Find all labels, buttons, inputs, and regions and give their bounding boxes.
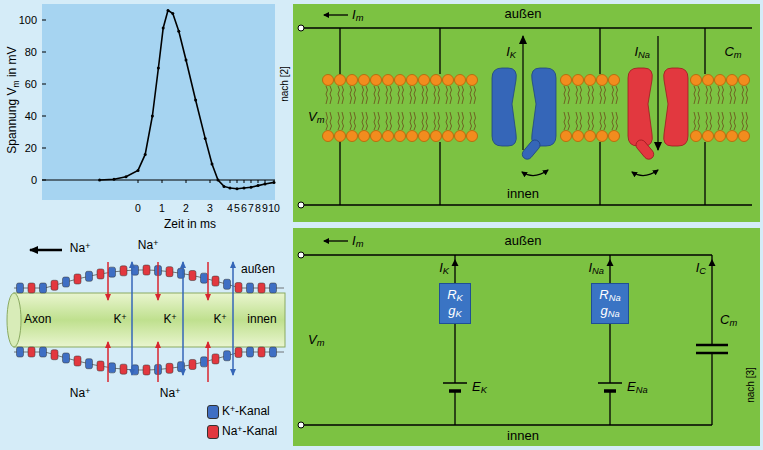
capacitor-symbol [696, 345, 728, 353]
label: Im [352, 234, 363, 248]
plot-area [42, 4, 275, 200]
label: 100 [19, 14, 37, 26]
label: Cm [720, 313, 737, 327]
propagation-arrow [30, 249, 62, 252]
label: Na+ [160, 387, 180, 400]
label: 40 [25, 110, 37, 122]
label: K+ [213, 313, 226, 326]
action-potential-curve [100, 10, 274, 188]
label: Na+ [70, 242, 90, 255]
label: 10 [268, 203, 280, 215]
label: Vm [308, 110, 324, 124]
resistor-label: RNa [599, 287, 620, 303]
label: 80 [25, 46, 37, 58]
legend-text: K+-Kanal [222, 405, 270, 418]
axis-ticks [42, 20, 274, 183]
resistor-label: gNa [599, 303, 620, 319]
label: 20 [25, 142, 37, 154]
membrane-panel [293, 4, 760, 222]
label: INa [588, 261, 604, 275]
label: Cm [724, 45, 741, 59]
terminal [298, 202, 304, 208]
label: EK [472, 380, 487, 394]
membrane-lines [14, 270, 284, 370]
circuit-panel [293, 228, 760, 446]
terminal [298, 252, 304, 258]
label: K+ [163, 313, 176, 326]
label: außen [505, 234, 542, 248]
label: Im [352, 8, 363, 22]
legend-swatch [207, 425, 219, 439]
label: 6 [241, 203, 247, 215]
battery-symbol [443, 383, 622, 391]
label: ENa [627, 380, 648, 394]
k-channel [492, 68, 556, 161]
circuit-wires [301, 241, 712, 425]
label: INa [634, 45, 650, 59]
label: IK [439, 261, 449, 275]
axon-channels [17, 265, 277, 375]
label: Na+ [70, 387, 90, 400]
label: innen [507, 187, 539, 201]
label: IK [506, 45, 516, 59]
terminal [298, 422, 304, 428]
label: 0 [135, 203, 141, 215]
legend-swatch [207, 405, 219, 419]
axis-note: nach [2] [279, 66, 290, 102]
label: 2 [183, 203, 189, 215]
resistor-label: gK [447, 303, 463, 319]
resistor-label: RK [447, 287, 463, 303]
axon-tube [14, 293, 285, 347]
resistor-box: RKgK [439, 283, 471, 324]
label: 60 [25, 78, 37, 90]
label: 9 [262, 203, 268, 215]
resistor-box: RNagNa [591, 283, 628, 324]
label: 5 [234, 203, 240, 215]
label: 1 [159, 203, 165, 215]
label: K+ [113, 313, 126, 326]
membrane-wires [301, 15, 752, 205]
label: Vm [308, 333, 324, 347]
label: Zeit in ms [164, 218, 216, 231]
current-arrowheads [452, 259, 716, 266]
label: IC [696, 261, 706, 275]
axis-note: nach [3] [745, 367, 756, 403]
label: 0 [31, 174, 37, 186]
label: innen [247, 313, 276, 326]
label: 4 [227, 203, 233, 215]
axis-note: Spannung Vm in mV [6, 46, 19, 153]
zero-line [42, 180, 275, 181]
label: außen [241, 263, 275, 276]
label: Na+ [138, 239, 158, 252]
legend-text: Na+-Kanal [222, 425, 277, 438]
label: außen [505, 7, 542, 21]
label: 3 [207, 203, 213, 215]
curve-markers [98, 9, 275, 190]
current-arrows [522, 36, 658, 176]
label: Axon [24, 313, 51, 326]
axon-end [7, 293, 21, 347]
label: innen [507, 429, 539, 443]
ion-flux-arrows [108, 262, 233, 382]
terminal [298, 25, 304, 31]
label: 8 [255, 203, 261, 215]
label: 7 [248, 203, 254, 215]
